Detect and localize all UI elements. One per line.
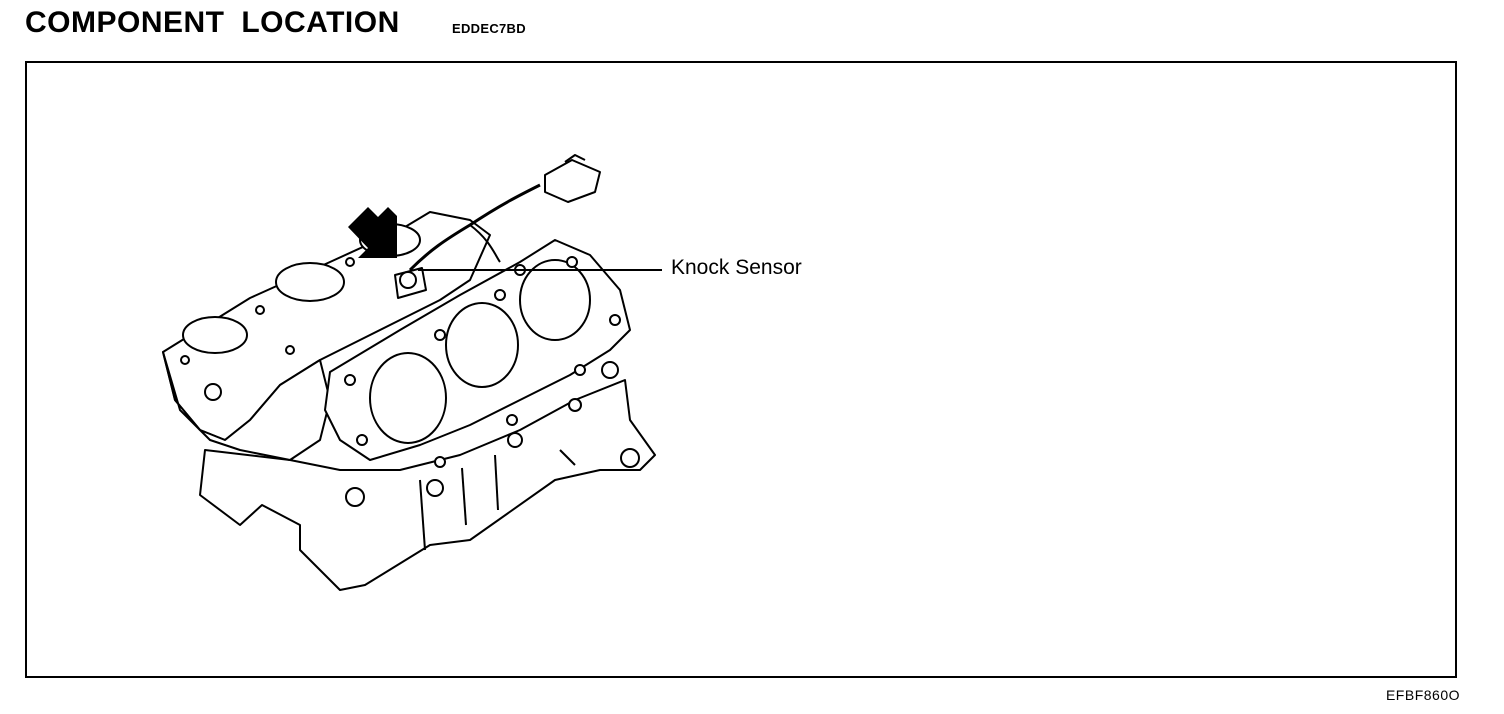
page-title: COMPONENT LOCATION [25,6,400,39]
diagram-frame [25,61,1457,678]
figure-code: EFBF860O [1385,687,1460,703]
section-code: EDDEC7BD [452,21,526,36]
engine-block-icon [162,154,656,591]
arrow-down-icon [348,207,397,258]
knock-sensor-label: Knock Sensor [671,256,802,279]
